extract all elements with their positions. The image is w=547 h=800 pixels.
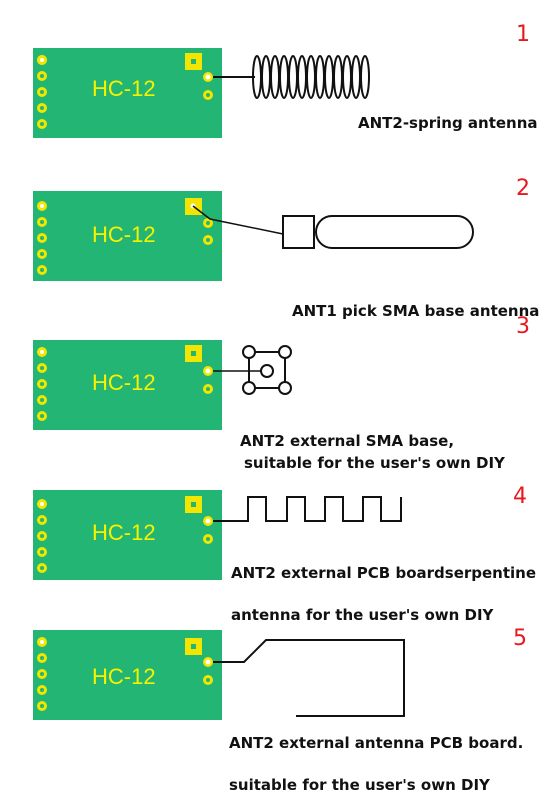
hc12-board-4 bbox=[33, 490, 402, 580]
hc12-board-3 bbox=[33, 340, 292, 430]
hc12-board-2 bbox=[33, 191, 474, 281]
module-label: HC-12 bbox=[92, 520, 156, 545]
serpentine-antenna-icon bbox=[213, 496, 402, 522]
module-label: HC-12 bbox=[92, 664, 156, 689]
option-caption: ANT2 external PCB boardserpentine bbox=[231, 564, 537, 582]
spring-antenna-icon bbox=[252, 55, 370, 99]
option-number: 3 bbox=[516, 314, 530, 339]
option-number: 1 bbox=[516, 22, 530, 47]
option-caption: ANT1 pick SMA base antenna bbox=[292, 302, 540, 320]
option-number: 4 bbox=[513, 484, 527, 509]
option-4-panel: HC-12 4 ANT2 external PCB boardserpentin… bbox=[0, 480, 547, 630]
option-5-panel: HC-12 5 ANT2 external antenna PCB board.… bbox=[0, 626, 547, 800]
option-caption: suitable for the user's own DIY bbox=[244, 454, 505, 472]
option-caption: suitable for the user's own DIY bbox=[229, 776, 490, 794]
option-1-panel: HC-12 1 ANT2-spring antenna bbox=[0, 0, 547, 160]
hc12-board-1 bbox=[33, 48, 370, 138]
option-caption: ANT2 external antenna PCB board. bbox=[229, 734, 524, 752]
module-label: HC-12 bbox=[92, 222, 156, 247]
sma-base-icon bbox=[242, 345, 292, 395]
module-label: HC-12 bbox=[92, 370, 156, 395]
hc12-board-5 bbox=[33, 630, 405, 720]
option-caption: ANT2-spring antenna bbox=[358, 114, 538, 132]
option-3-panel: HC-12 3 ANT2 external SMA base, suitable… bbox=[0, 314, 547, 480]
option-number: 5 bbox=[513, 626, 527, 651]
module-label: HC-12 bbox=[92, 76, 156, 101]
sma-antenna-icon bbox=[282, 215, 474, 249]
option-2-panel: HC-12 2 ANT1 pick SMA base antenna bbox=[0, 170, 547, 330]
option-caption: ANT2 external SMA base, bbox=[240, 432, 455, 450]
option-number: 2 bbox=[516, 176, 530, 201]
option-caption: antenna for the user's own DIY bbox=[231, 606, 494, 624]
pcb-trace-antenna-icon bbox=[213, 639, 405, 717]
